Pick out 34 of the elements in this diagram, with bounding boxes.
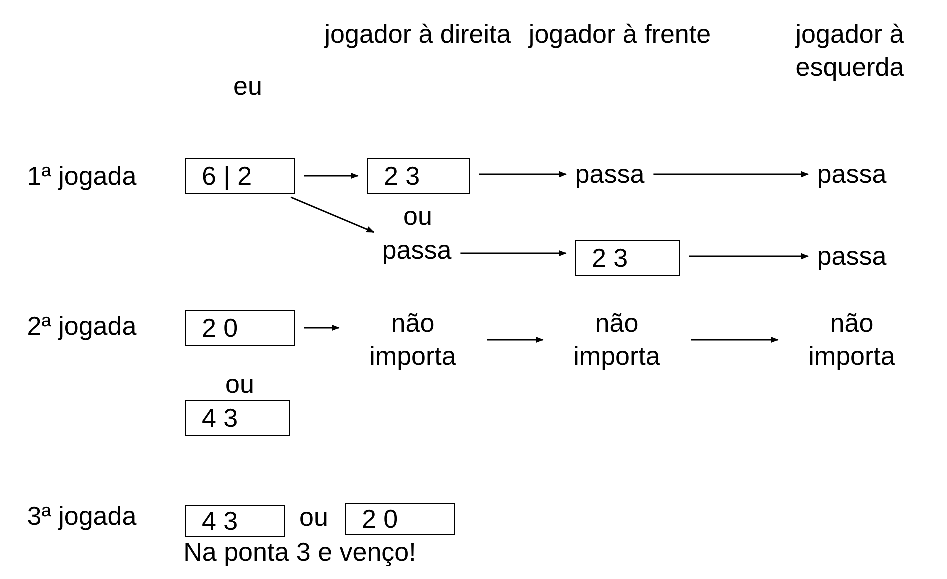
arrow xyxy=(691,336,779,344)
move-text: passa xyxy=(817,240,887,273)
number-box: 2 3 xyxy=(575,240,680,276)
number-box: 2 0 xyxy=(345,503,455,535)
number-box: 2 0 xyxy=(185,310,295,346)
number-box: 2 3 xyxy=(367,158,470,194)
move-text: passa xyxy=(382,234,452,267)
arrow xyxy=(304,324,340,332)
move-text: não importa xyxy=(348,307,478,373)
column-header: eu xyxy=(232,70,264,103)
arrow xyxy=(460,250,567,257)
row-label: 3ª jogada xyxy=(26,500,138,533)
column-header: jogador à frente xyxy=(527,18,712,51)
number-box: 4 3 xyxy=(185,400,290,436)
or-word: ou xyxy=(402,200,434,233)
arrow xyxy=(290,196,375,234)
column-header: jogador à direita xyxy=(323,18,512,51)
arrow xyxy=(487,336,544,344)
arrow xyxy=(479,171,568,178)
or-word: ou xyxy=(224,368,256,401)
or-word: ou xyxy=(298,501,330,534)
note-text: Na ponta 3 e venço! xyxy=(182,536,418,569)
arrow xyxy=(654,171,810,178)
arrow xyxy=(304,172,359,180)
number-box: 4 3 xyxy=(185,505,285,537)
move-text: passa xyxy=(575,158,645,191)
number-box: 6 | 2 xyxy=(185,158,295,194)
arrow xyxy=(689,253,810,260)
column-header: jogador à esquerda xyxy=(794,18,906,84)
move-text: não importa xyxy=(552,307,682,373)
move-text: não importa xyxy=(787,307,917,373)
row-label: 1ª jogada xyxy=(26,160,138,193)
row-label: 2ª jogada xyxy=(26,310,138,343)
move-text: passa xyxy=(817,158,887,191)
